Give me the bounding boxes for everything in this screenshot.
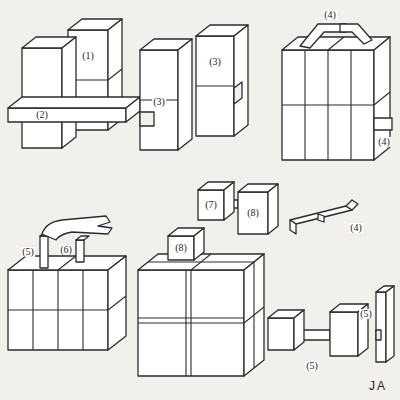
- figure-five: [138, 228, 264, 376]
- piece-seven-eight: [198, 182, 278, 234]
- figure-one: [8, 19, 140, 148]
- figure-three: [282, 24, 392, 160]
- callout-number: (8): [174, 243, 188, 253]
- callout-number: (6): [59, 245, 73, 255]
- callout-number: (3): [208, 57, 222, 67]
- callout-number: (7): [204, 200, 218, 210]
- maker-mark: JA: [368, 380, 388, 392]
- callout-number: (4): [349, 223, 363, 233]
- callout-number: (3): [152, 97, 166, 107]
- callout-number: (4): [323, 10, 337, 20]
- callout-number: (2): [35, 110, 49, 120]
- piece-five: [268, 286, 394, 362]
- callout-number: (8): [246, 208, 260, 218]
- callout-number: (1): [81, 51, 95, 61]
- callout-number: (5): [359, 309, 373, 319]
- piece-four: [290, 200, 358, 234]
- callout-number: (5): [305, 361, 319, 371]
- callout-number: (4): [377, 137, 391, 147]
- figure-four: [8, 216, 126, 350]
- callout-number: (5): [21, 247, 35, 257]
- figure-two: [140, 25, 248, 150]
